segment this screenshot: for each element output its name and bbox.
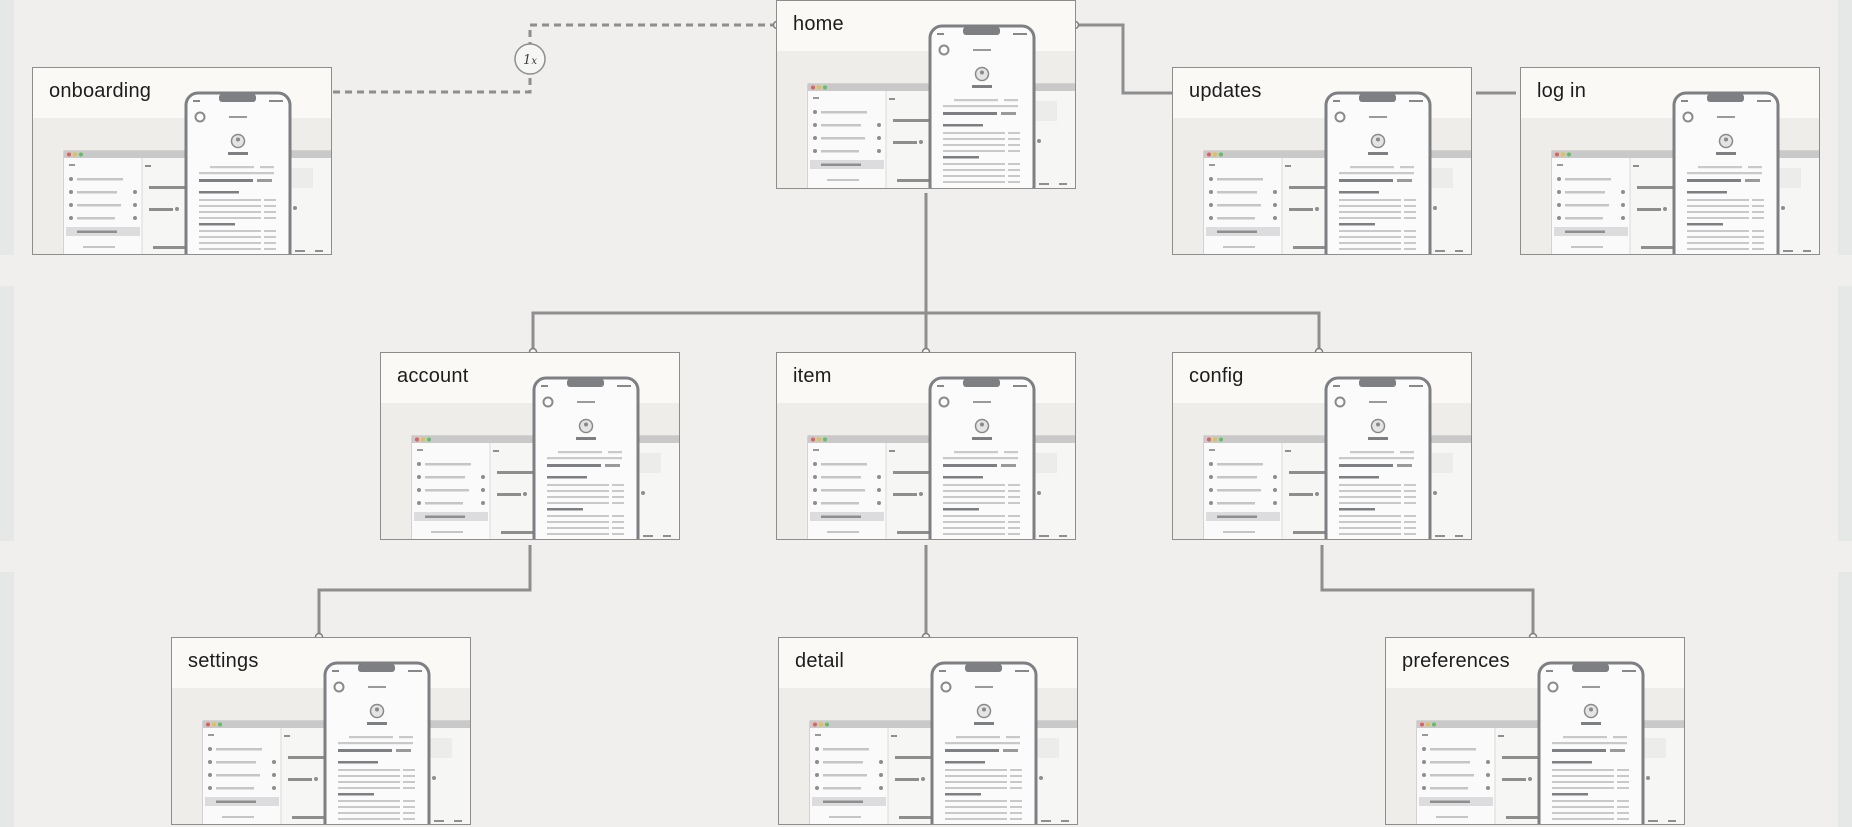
node-card-config[interactable]: config — [1172, 352, 1472, 540]
node-label-login: log in — [1537, 80, 1587, 102]
node-card-item[interactable]: item — [776, 352, 1076, 540]
lane-band-right-bottom — [1838, 572, 1852, 827]
screen-thumbnail-icon — [33, 68, 331, 254]
node-card-detail[interactable]: detail — [778, 637, 1078, 825]
repeat-badge-label: 1x — [523, 53, 537, 68]
lane-band-left-bottom — [0, 572, 14, 827]
screen-thumbnail-icon — [777, 353, 1075, 539]
edge-home-config — [926, 311, 1321, 352]
node-card-home[interactable]: home — [776, 0, 1076, 189]
lane-band-right-top — [1838, 0, 1852, 255]
node-label-item: item — [793, 365, 832, 387]
screen-thumbnail-icon — [172, 638, 470, 824]
node-label-settings: settings — [188, 650, 259, 672]
node-label-preferences: preferences — [1402, 650, 1510, 672]
node-card-login[interactable]: log in — [1520, 67, 1820, 255]
node-label-config: config — [1189, 365, 1244, 387]
node-label-detail: detail — [795, 650, 845, 672]
edge-home-onboarding — [332, 23, 777, 94]
node-card-account[interactable]: account — [380, 352, 680, 540]
node-label-account: account — [397, 365, 469, 387]
node-label-home: home — [793, 13, 844, 35]
repeat-badge: 1x — [514, 43, 546, 75]
edge-home-account — [531, 311, 926, 352]
screen-thumbnail-icon — [1386, 638, 1684, 824]
screen-thumbnail-icon — [1173, 353, 1471, 539]
edge-account-settings — [317, 545, 532, 637]
node-card-updates[interactable]: updates — [1172, 67, 1472, 255]
node-card-onboarding[interactable]: onboarding — [32, 67, 332, 255]
screen-thumbnail-icon — [1173, 68, 1471, 254]
node-card-preferences[interactable]: preferences — [1385, 637, 1685, 825]
screen-thumbnail-icon — [777, 1, 1075, 188]
node-card-settings[interactable]: settings — [171, 637, 471, 825]
node-label-updates: updates — [1189, 80, 1262, 102]
edge-home-updates — [1075, 23, 1173, 95]
screen-thumbnail-icon — [1521, 68, 1819, 254]
lane-band-left-top — [0, 0, 14, 255]
node-label-onboarding: onboarding — [49, 80, 152, 102]
edge-config-preferences — [1320, 545, 1535, 637]
screen-thumbnail-icon — [779, 638, 1077, 824]
lane-band-right-middle — [1838, 286, 1852, 541]
lane-band-left-middle — [0, 286, 14, 541]
screen-thumbnail-icon — [381, 353, 679, 539]
